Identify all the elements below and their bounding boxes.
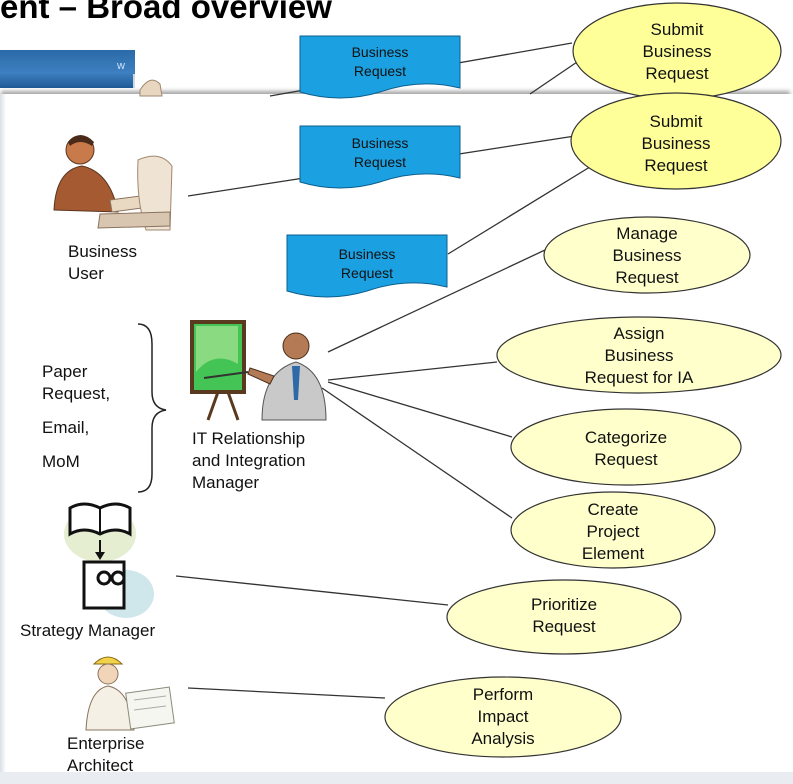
use-case-1-line1: Submit <box>651 20 704 39</box>
use-case-3-line2: Business <box>613 246 682 265</box>
business-user-label: Business User <box>68 241 137 285</box>
document-1-line2: Request <box>354 63 406 79</box>
use-case-4-line1: Assign <box>613 324 664 343</box>
use-case-7-line1: Prioritize <box>531 595 597 614</box>
previous-slide-header: w <box>0 50 135 88</box>
use-case-8-line2: Impact <box>477 707 528 726</box>
connector-top-partial <box>529 59 581 95</box>
use-case-5-line1: Categorize <box>585 428 667 447</box>
use-case-6-line2: Project <box>587 522 640 541</box>
document-2-line2: Request <box>354 154 406 170</box>
bottom-status-strip <box>0 772 793 784</box>
use-case-1-line3: Request <box>645 64 709 83</box>
inputs-bracket <box>137 323 167 493</box>
document-3-line1: Business <box>339 246 396 262</box>
use-case-create-project-element: Create Project Element <box>510 491 716 569</box>
use-case-4-line2: Business <box>605 346 674 365</box>
business-user-icon <box>53 135 173 231</box>
business-user-icon-back <box>139 79 163 97</box>
use-case-2-line1: Submit <box>650 112 703 131</box>
document-2-line1: Business <box>352 135 409 151</box>
inputs-line1: Paper <box>42 362 88 381</box>
inputs-label: Paper Request, Email, MoM <box>42 361 110 473</box>
connector-manager-to-assign <box>327 361 498 381</box>
strategy-manager-label: Strategy Manager <box>20 621 156 640</box>
page-title: ent – Broad overview <box>0 0 332 25</box>
use-case-8-line3: Analysis <box>471 729 534 748</box>
inputs-line4: MoM <box>42 452 80 471</box>
connector-architect-to-analysis <box>187 687 386 699</box>
business-request-document-2: Business Request <box>299 125 461 189</box>
enterprise-architect-label-line2: Architect <box>67 756 134 775</box>
it-manager-label: IT Relationship and Integration Manager <box>192 428 305 494</box>
connector-manager-to-categorize <box>327 381 513 438</box>
enterprise-architect-icon <box>85 656 175 731</box>
use-case-categorize-request: Categorize Request <box>510 408 742 486</box>
use-case-perform-impact-analysis: Perform Impact Analysis <box>384 676 622 758</box>
business-user-label-line2: User <box>68 264 104 283</box>
use-case-3-line1: Manage <box>616 224 677 243</box>
panel-edge-shadow <box>0 94 6 784</box>
inputs-line2: Request, <box>42 384 111 403</box>
enterprise-architect-label-line1: Enterprise <box>67 734 145 753</box>
connector-manager-to-create <box>321 387 513 519</box>
use-case-2-line2: Business <box>642 134 711 153</box>
use-case-8-line1: Perform <box>473 685 533 704</box>
inputs-line3: Email, <box>42 418 90 437</box>
connector-doc-to-submit <box>447 161 599 255</box>
it-manager-label-line2: and Integration <box>192 451 306 470</box>
business-request-document-3: Business Request <box>286 234 448 298</box>
it-manager-label-line3: Manager <box>192 473 260 492</box>
it-manager-icon <box>190 320 327 421</box>
use-case-submit-request-2: Submit Business Request <box>570 92 782 190</box>
use-case-manage-request: Manage Business Request <box>543 216 751 294</box>
use-case-assign-request: Assign Business Request for IA <box>496 316 782 394</box>
use-case-prioritize-request: Prioritize Request <box>446 579 682 655</box>
use-case-5-line2: Request <box>594 450 658 469</box>
strategy-manager-icon <box>64 502 154 618</box>
connector-manager-to-manage <box>327 249 546 353</box>
document-1-line1: Business <box>352 44 409 60</box>
enterprise-architect-label: Enterprise Architect <box>67 733 144 777</box>
business-request-document-1: Business Request <box>299 35 461 99</box>
use-case-3-line3: Request <box>615 268 679 287</box>
use-case-6-line1: Create <box>587 500 638 519</box>
connector-strategy-to-prioritize <box>175 575 449 606</box>
use-case-6-line3: Element <box>582 544 645 563</box>
use-case-2-line3: Request <box>644 156 708 175</box>
previous-slide-text: w <box>117 60 125 72</box>
use-case-1-line2: Business <box>643 42 712 61</box>
document-3-line2: Request <box>341 265 393 281</box>
use-case-7-line2: Request <box>532 617 596 636</box>
use-case-submit-request-1: Submit Business Request <box>572 2 782 100</box>
previous-slide-edge <box>133 74 135 88</box>
it-manager-label-line1: IT Relationship <box>192 429 306 448</box>
business-user-label-line1: Business <box>68 242 137 261</box>
use-case-4-line3: Request for IA <box>585 368 694 387</box>
